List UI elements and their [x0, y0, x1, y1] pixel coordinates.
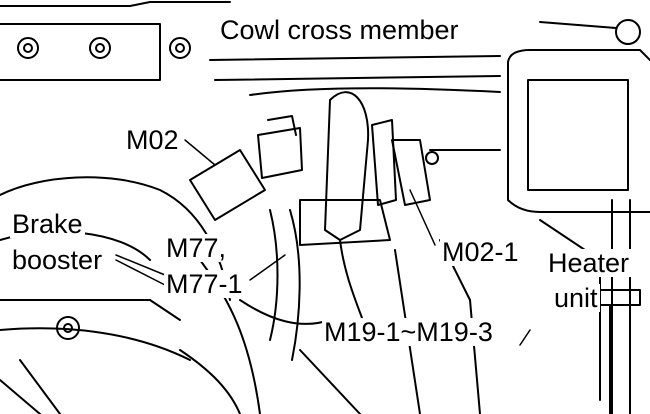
label-m77: M77,	[164, 233, 229, 263]
cowl-cross-member-beam	[209, 19, 641, 96]
label-m02-1: M02-1	[440, 237, 521, 267]
bolt-plate	[0, 1, 231, 81]
label-brake-booster-line1: Brake	[10, 209, 85, 239]
label-brake-booster-line2: booster	[10, 245, 105, 275]
label-cowl-cross-member: Cowl cross member	[218, 15, 461, 45]
label-heater-unit-line2: unit	[552, 283, 600, 313]
label-m77-1: M77-1	[164, 269, 245, 299]
leader-lines	[115, 139, 531, 346]
wiring-harness	[179, 91, 501, 414]
heater-unit-body	[507, 49, 650, 414]
label-heater-unit-line1: Heater	[546, 248, 632, 278]
label-m02: M02	[124, 125, 181, 155]
label-m19-range: M19-1~M19-3	[322, 317, 495, 347]
